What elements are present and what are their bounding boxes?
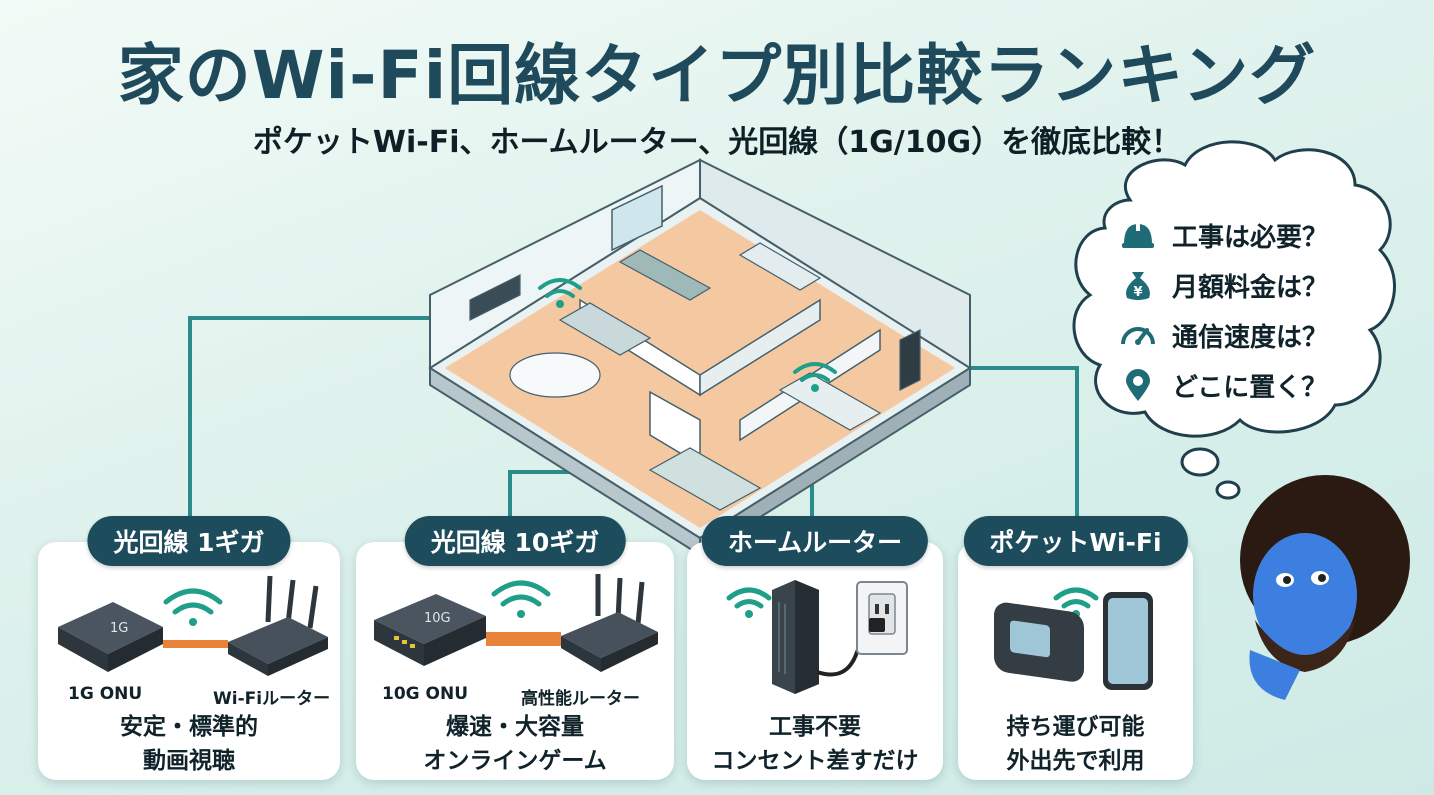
map-pin-icon [1118, 365, 1158, 405]
money-bag-icon: ¥ [1118, 265, 1158, 305]
question-item: どこに置く？ [1118, 360, 1368, 410]
device-label-onu: 1G ONU [68, 684, 143, 704]
consideration-list: 工事は必要？ ¥ 月額料金は？ 通信速度は？ どこに置く？ [1118, 210, 1368, 410]
fiber-1g-devices: 1G [58, 575, 328, 676]
device-label-router: 高性能ルーター [521, 689, 640, 709]
wifi-icon [726, 587, 772, 609]
onu-print: 1G [110, 621, 128, 636]
question-item: 通信速度は？ [1118, 310, 1368, 360]
feature-line: 安定・標準的 [120, 714, 258, 740]
question-text: 工事は必要？ [1172, 222, 1329, 253]
svg-text:¥: ¥ [1133, 285, 1142, 300]
page-subtitle: ポケットWi-Fi、ホームルーター、光回線（1G/10G）を徹底比較！ [252, 125, 1182, 160]
device-label-router: Wi-Fiルーター [213, 689, 331, 709]
question-item: 工事は必要？ [1118, 210, 1368, 260]
home-router-device [726, 580, 908, 694]
feature-line: コンセント差すだけ [711, 748, 919, 774]
thought-bubble [1072, 140, 1396, 500]
isometric-house [428, 158, 972, 557]
wifi-icon [491, 580, 551, 607]
wifi-icon [1053, 587, 1099, 609]
question-text: 通信速度は？ [1172, 322, 1329, 353]
card-title: ポケットWi-Fi [963, 516, 1188, 566]
feature-line: 外出先で利用 [1006, 748, 1145, 774]
fiber-10g-devices: 10G [374, 574, 658, 672]
pocket-wifi-devices [994, 587, 1153, 690]
feature-line: 動画視聴 [143, 748, 235, 774]
onu-print: 10G [424, 611, 451, 626]
feature-line: 爆速・大容量 [446, 714, 584, 740]
hardhat-icon [1118, 215, 1158, 255]
speedometer-icon [1118, 315, 1158, 355]
card-fiber-1g: 光回線 1ギガ 1G 1G ONU Wi-Fiルーター 安定・標準的 動画視聴 [38, 516, 340, 780]
question-text: 月額料金は？ [1172, 272, 1329, 303]
card-title: 光回線 10ギガ [404, 516, 626, 566]
question-text: どこに置く？ [1172, 372, 1328, 403]
feature-line: オンラインゲーム [423, 748, 607, 774]
card-title: 光回線 1ギガ [87, 516, 291, 566]
connector-1g [188, 316, 462, 525]
card-title: ホームルーター [701, 516, 929, 566]
connector-pocket [935, 366, 1079, 525]
question-item: ¥ 月額料金は？ [1118, 260, 1368, 310]
card-pocket-wifi: ポケットWi-Fi 持ち運び可能 外出先で利用 [958, 516, 1193, 780]
avatar [1240, 475, 1410, 700]
card-fiber-10g: 光回線 10ギガ 10G 10G ONU 高性能ルーター 爆速・大容量 オンライ… [356, 516, 674, 780]
wifi-icon [163, 588, 223, 615]
device-label-onu: 10G ONU [382, 684, 469, 704]
feature-line: 持ち運び可能 [1006, 714, 1145, 740]
feature-line: 工事不要 [769, 714, 861, 740]
card-home-router: ホームルーター 工事不要 コンセント差すだけ [687, 516, 943, 780]
page-title: 家のWi-Fi回線タイプ別比較ランキング [117, 37, 1317, 114]
